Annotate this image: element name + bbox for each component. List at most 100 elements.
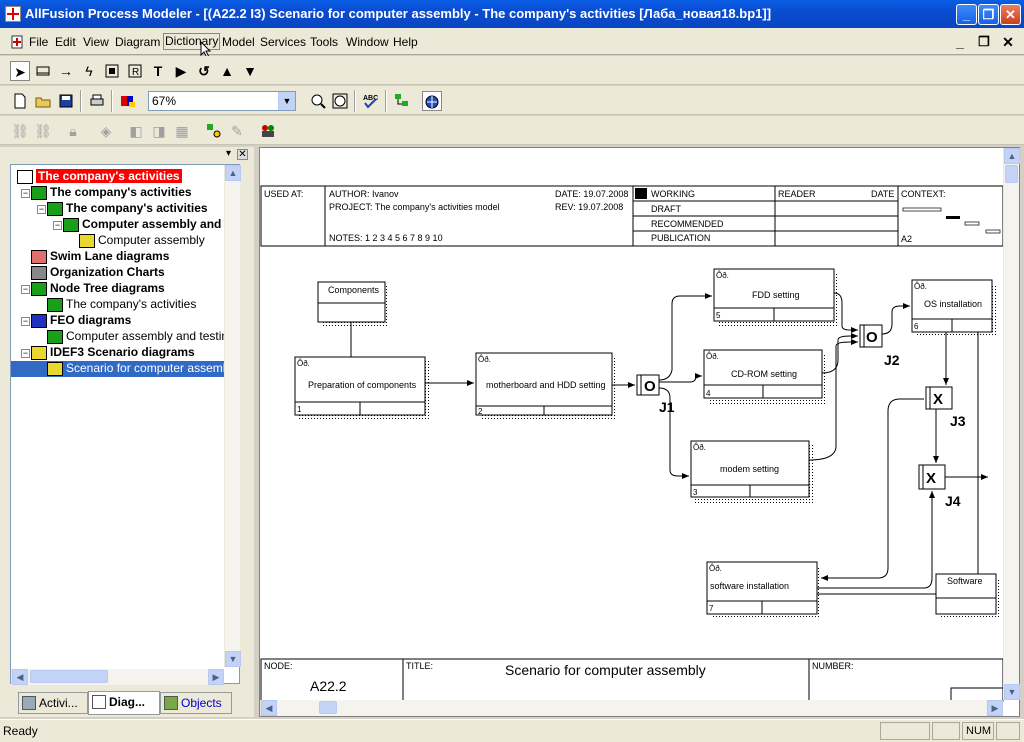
menu-dictionary[interactable]: Dictionary <box>163 33 221 50</box>
close-button[interactable]: ✕ <box>1000 4 1021 25</box>
junction-j3[interactable]: X J3 <box>925 386 966 429</box>
activity-box-4[interactable]: Ôð. CD-ROM setting 4 <box>703 349 826 404</box>
scroll-left-icon[interactable]: ◀ <box>261 700 277 716</box>
activity-box-5[interactable]: Ôð. FDD setting 5 <box>713 268 838 327</box>
cube-icon[interactable]: ◈ <box>100 123 112 139</box>
tree-item-feo-assembly[interactable]: Computer assembly and testing <box>47 329 235 345</box>
canvas-hscroll-thumb[interactable] <box>319 701 337 714</box>
tree-item-node-tree-activities[interactable]: The company's activities <box>47 297 196 313</box>
menu-view[interactable]: View <box>83 35 109 49</box>
box-tool-icon[interactable] <box>33 61 53 81</box>
lock-icon[interactable]: 🔒︎ <box>69 123 77 139</box>
tree-item-activities-1[interactable]: The company's activities <box>31 185 192 201</box>
expand-icon[interactable]: − <box>21 316 30 326</box>
menu-diagram[interactable]: Diagram <box>115 35 161 49</box>
wrench-icon[interactable]: ✎ <box>231 123 243 139</box>
menu-services[interactable]: Services <box>260 35 307 49</box>
referent-r-tool-icon[interactable]: R <box>125 61 145 81</box>
menu-edit[interactable]: Edit <box>55 35 76 49</box>
expand-icon[interactable]: − <box>21 188 30 198</box>
menu-file[interactable]: File <box>29 35 49 49</box>
menu-help[interactable]: Help <box>393 35 418 49</box>
tree-item-computer-assembly[interactable]: Computer assembly <box>79 233 205 249</box>
key-icon[interactable] <box>204 121 224 141</box>
object-software[interactable]: Software <box>935 573 1000 618</box>
panel-dropdown-icon[interactable]: ▾ <box>225 148 232 159</box>
expand-icon[interactable]: − <box>53 220 62 230</box>
color-palette-icon[interactable] <box>118 91 138 111</box>
tree-item-scenario-selected[interactable]: Scenario for computer assembly <box>11 361 239 377</box>
mdi-restore-button[interactable]: ❐ <box>978 34 990 49</box>
squiggle-tool-icon[interactable]: ϟ <box>85 63 93 79</box>
activity-box-1[interactable]: Ôð. Preparation of components 1 <box>294 356 429 421</box>
zoom-select[interactable]: 67%▼ <box>148 91 296 111</box>
tree-item-computer-assembly-and[interactable]: Computer assembly and <box>63 217 221 233</box>
zoom-fit-icon[interactable] <box>330 91 350 111</box>
globe-icon[interactable] <box>422 91 442 111</box>
new-file-icon[interactable] <box>10 91 30 111</box>
tab-diagrams[interactable]: Diag... <box>88 691 160 715</box>
activity-box-3[interactable]: Ôð. modem setting 3 <box>690 440 813 503</box>
mdi-close-button[interactable]: ✕ <box>1002 34 1014 50</box>
scroll-left-icon[interactable]: ◀ <box>12 669 28 685</box>
tree-item-activities-2[interactable]: The company's activities <box>47 201 208 217</box>
tool-b-icon[interactable]: ◨ <box>152 123 166 139</box>
panel-close-button[interactable]: ✕ <box>237 149 248 160</box>
triangle-down-icon[interactable]: ▼ <box>243 63 257 79</box>
arrow-tool-icon[interactable]: → <box>59 63 73 79</box>
canvas-horizontal-scrollbar[interactable]: ◀ ▶ <box>260 700 1003 716</box>
object-components[interactable]: Components <box>317 281 389 326</box>
scroll-right-icon[interactable]: ▶ <box>987 700 1003 716</box>
tab-activities[interactable]: Activi... <box>18 692 88 714</box>
tree-vertical-scrollbar[interactable]: ▲ ▼ <box>224 165 241 667</box>
junction-j1[interactable]: O J1 <box>636 374 675 415</box>
expand-icon[interactable]: − <box>21 348 30 358</box>
tab-objects[interactable]: Objects <box>160 692 232 714</box>
expand-icon[interactable]: − <box>37 204 46 214</box>
play-icon[interactable]: ▶ <box>175 63 187 79</box>
minimize-button[interactable]: _ <box>956 4 977 25</box>
spell-check-icon[interactable]: ABC <box>361 91 381 111</box>
scroll-up-icon[interactable]: ▲ <box>1004 148 1020 164</box>
grid-icon[interactable]: ▦ <box>175 123 189 139</box>
tree-horizontal-scrollbar[interactable]: ◀ ▶ <box>11 669 224 685</box>
chevron-down-icon[interactable]: ▼ <box>278 92 295 110</box>
junction-j4[interactable]: X J4 <box>918 464 961 509</box>
scroll-down-icon[interactable]: ▼ <box>225 651 241 667</box>
rotate-icon[interactable]: ↺ <box>198 63 210 79</box>
tree-item-idef3[interactable]: IDEF3 Scenario diagrams <box>31 345 195 361</box>
mdi-minimize-button[interactable]: _ <box>956 34 964 50</box>
text-tool-icon[interactable]: T <box>153 63 163 79</box>
activity-box-2[interactable]: Ôð. motherboard and HDD setting 2 <box>475 352 616 419</box>
scroll-right-icon[interactable]: ▶ <box>208 669 224 685</box>
users-icon[interactable] <box>258 121 278 141</box>
scroll-up-icon[interactable]: ▲ <box>225 165 241 181</box>
scroll-down-icon[interactable]: ▼ <box>1004 684 1020 700</box>
menu-tools[interactable]: Tools <box>310 35 339 49</box>
tree-item-root[interactable]: The company's activities <box>17 169 182 185</box>
menu-model[interactable]: Model <box>222 35 255 49</box>
diagram-canvas[interactable]: USED AT: AUTHOR: Ivanov PROJECT: The com… <box>259 147 1020 717</box>
tool-a-icon[interactable]: ◧ <box>129 123 143 139</box>
document-icon[interactable] <box>10 34 26 50</box>
model-explorer-icon[interactable] <box>392 91 412 111</box>
tree-item-node-tree[interactable]: Node Tree diagrams <box>31 281 165 297</box>
triangle-up-icon[interactable]: ▲ <box>220 63 234 79</box>
tree-item-swim-lane[interactable]: Swim Lane diagrams <box>31 249 169 265</box>
activity-box-7[interactable]: Ôð. software installation 7 <box>706 561 821 618</box>
unlink-icon[interactable]: ⛓ <box>34 123 52 139</box>
pointer-tool-icon[interactable]: ➤ <box>10 61 30 81</box>
canvas-vscroll-thumb[interactable] <box>1005 165 1018 183</box>
maximize-button[interactable]: ❐ <box>978 4 999 25</box>
tree-item-org-charts[interactable]: Organization Charts <box>31 265 165 281</box>
link-icon[interactable]: ⛓ <box>11 123 29 139</box>
activity-box-6[interactable]: Ôð. OS installation 6 <box>911 279 996 336</box>
open-folder-icon[interactable] <box>33 91 53 111</box>
scroll-thumb[interactable] <box>30 670 108 683</box>
menu-window[interactable]: Window <box>346 35 389 49</box>
expand-icon[interactable]: − <box>21 284 30 294</box>
print-icon[interactable] <box>87 91 107 111</box>
junction-j2[interactable]: O J2 <box>859 324 900 368</box>
save-icon[interactable] <box>56 91 76 111</box>
referent-tool-icon[interactable] <box>102 61 122 81</box>
